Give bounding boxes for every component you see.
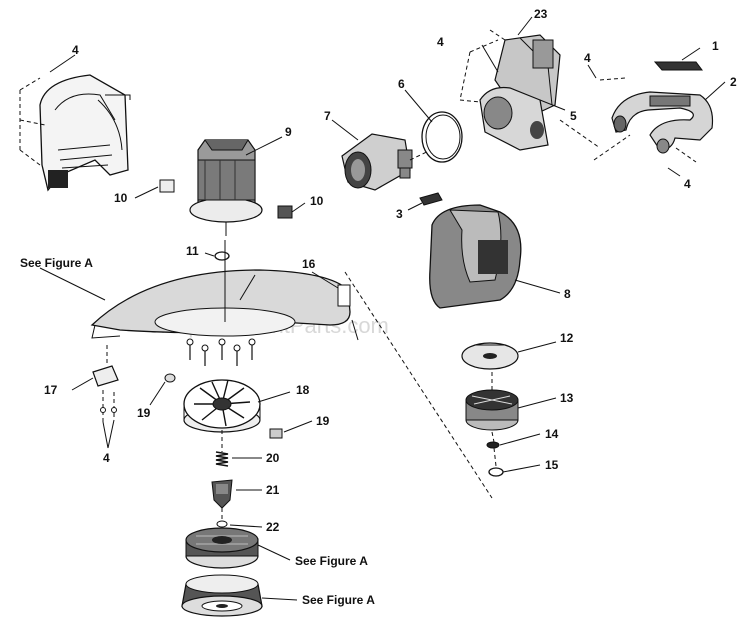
callout-15: 15 <box>545 458 559 472</box>
callout-4-top: 4 <box>437 35 444 49</box>
bracket-17 <box>92 365 119 387</box>
callout-4-bottom: 4 <box>103 451 110 465</box>
callout-22: 22 <box>266 520 280 534</box>
callout-19-right: 19 <box>316 414 330 428</box>
screws-left <box>19 54 76 166</box>
washer-14 <box>486 441 500 449</box>
callout-1: 1 <box>712 39 719 53</box>
callout-6: 6 <box>398 77 405 91</box>
callout-7: 7 <box>324 109 331 123</box>
see-figure-a-cap: See Figure A <box>302 593 375 607</box>
screws-top <box>459 29 506 103</box>
brush-right <box>277 205 293 219</box>
callout-2: 2 <box>730 75 737 89</box>
callout-18: 18 <box>296 383 310 397</box>
callout-14: 14 <box>545 427 559 441</box>
callout-3: 3 <box>396 207 403 221</box>
callout-13: 13 <box>560 391 574 405</box>
callout-4-handle: 4 <box>684 177 691 191</box>
lower-housing <box>419 192 522 309</box>
callout-16: 16 <box>302 257 316 271</box>
callout-4-topleft: 4 <box>72 43 79 57</box>
brush-left <box>159 179 175 193</box>
fan <box>183 379 261 433</box>
callout-10-right: 10 <box>310 194 324 208</box>
ring <box>421 111 463 163</box>
callout-4-topright: 4 <box>584 51 591 65</box>
grip-pad <box>653 61 703 71</box>
spool-13 <box>465 389 519 431</box>
screws-17 <box>100 390 117 422</box>
motor <box>189 139 263 236</box>
handle <box>611 91 714 154</box>
leader-lines <box>39 16 726 601</box>
callout-11: 11 <box>186 244 199 258</box>
spool <box>185 527 259 569</box>
callout-23: 23 <box>534 7 548 21</box>
see-figure-a-spool: See Figure A <box>295 554 368 568</box>
guard-screws <box>186 338 256 366</box>
callout-17: 17 <box>44 383 58 397</box>
bump-knob <box>211 479 233 509</box>
spring <box>215 451 229 467</box>
callout-10-left: 10 <box>114 191 128 205</box>
callout-12: 12 <box>560 331 574 345</box>
washer-22 <box>216 520 228 528</box>
callout-8: 8 <box>564 287 571 301</box>
guard <box>90 240 359 341</box>
clip-19-right <box>269 428 283 439</box>
spool-cap <box>181 574 263 617</box>
callout-21: 21 <box>266 483 280 497</box>
housing-half-left <box>39 74 131 192</box>
callout-19-left: 19 <box>137 406 151 420</box>
callout-9: 9 <box>285 125 292 139</box>
coupler <box>341 133 436 191</box>
upper-housing <box>479 34 561 151</box>
callout-5: 5 <box>570 109 577 123</box>
washer-11 <box>214 251 230 261</box>
see-figure-a-guard: See Figure A <box>20 256 93 270</box>
cap-12 <box>461 342 519 370</box>
washer-15 <box>488 467 504 477</box>
callout-20: 20 <box>266 451 280 465</box>
clip-19-left <box>164 373 176 383</box>
